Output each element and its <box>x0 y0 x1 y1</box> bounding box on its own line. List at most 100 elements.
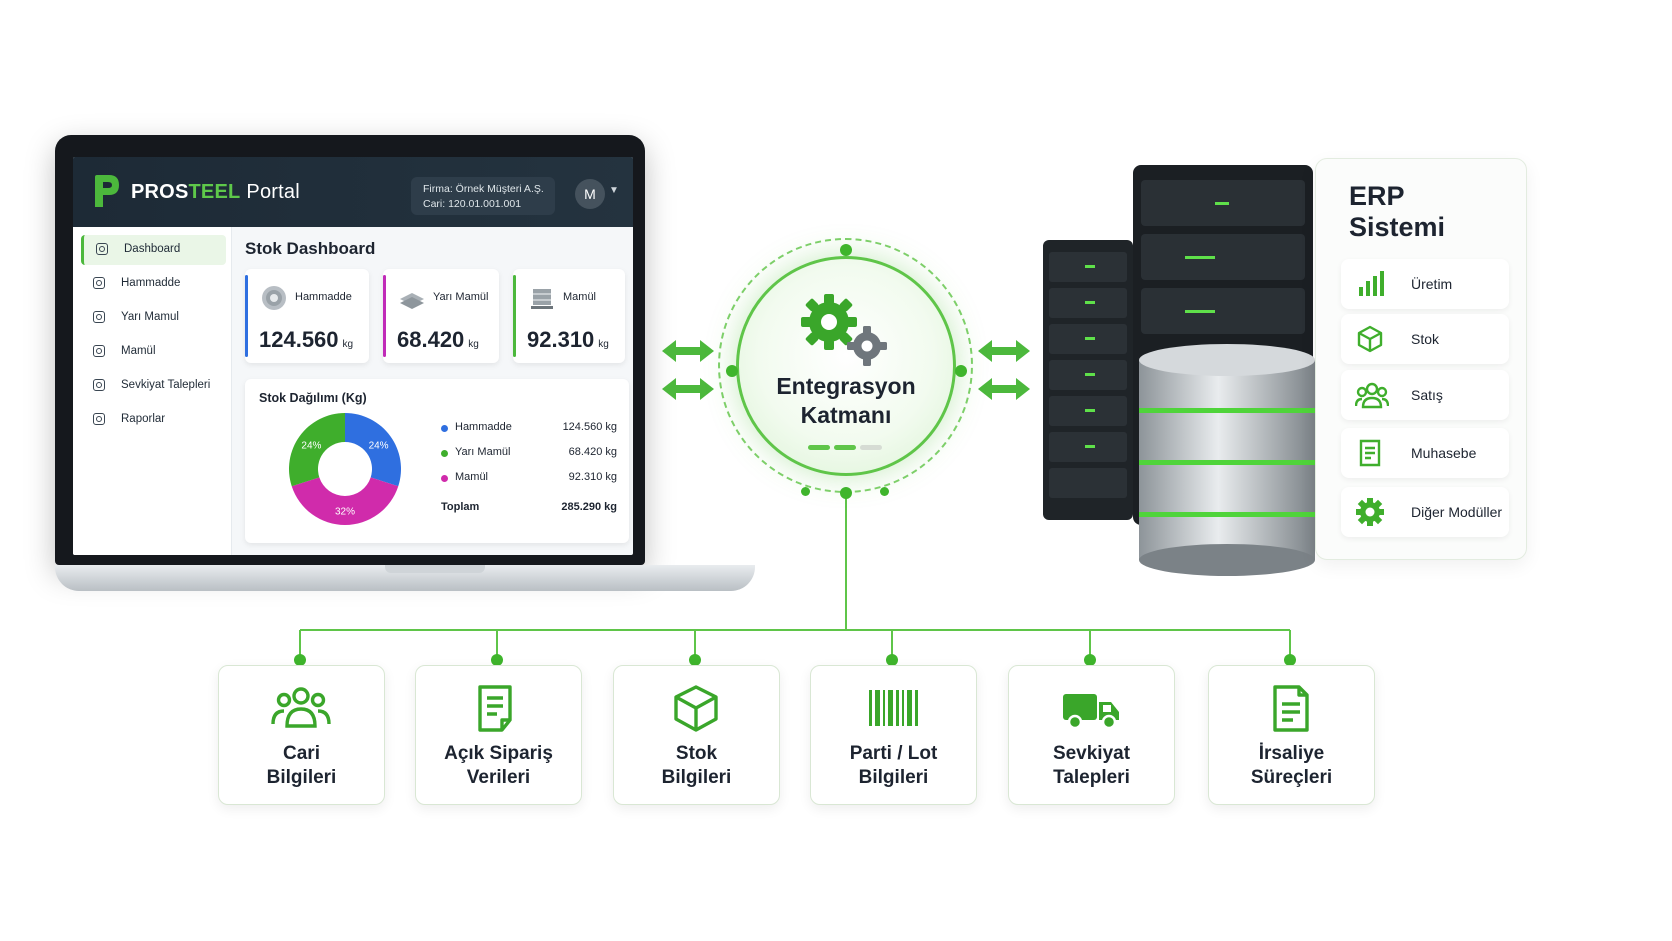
prosteel-logo-icon <box>95 175 119 207</box>
gears-icon <box>801 294 887 366</box>
firm-account: Cari: 120.01.001.001 <box>423 198 522 210</box>
sidebar-item-hammadde[interactable]: Hammadde <box>81 269 223 299</box>
integration-layer-circle[interactable] <box>736 256 956 476</box>
kpi-label: Yarı Mamül <box>433 291 489 303</box>
raw-material-icon <box>93 277 105 289</box>
document-icon <box>478 685 512 732</box>
legend-value: 124.560 kg <box>562 421 617 433</box>
orbit-node <box>955 365 967 377</box>
pallet-icon <box>531 289 553 309</box>
erp-title: ERP Sistemi <box>1349 181 1445 243</box>
kpi-label: Hammadde <box>295 291 352 303</box>
card-label-line1: Parti / Lot <box>849 743 938 764</box>
sidebar-item-label: Yarı Mamul <box>121 311 179 323</box>
donut-slice-hammadde <box>345 413 401 487</box>
orbit-node <box>840 487 852 499</box>
legend-dot <box>441 475 448 482</box>
users-icon <box>271 687 331 728</box>
brand-portal: Portal <box>246 181 300 203</box>
distribution-title: Stok Dağılımı (Kg) <box>259 391 367 405</box>
stock-donut-chart: 24%32%24% <box>289 413 401 525</box>
steel-sheets-icon <box>400 293 424 309</box>
sidebar-item-raporlar[interactable]: Raporlar <box>81 405 223 435</box>
card-label-line1: Sevkiyat <box>1052 743 1131 764</box>
legend-name: Mamül <box>455 471 489 483</box>
orbit-node <box>726 365 738 377</box>
product-icon <box>93 345 105 357</box>
user-avatar[interactable]: M <box>575 179 605 209</box>
erp-module-satis[interactable]: Satış <box>1341 370 1509 420</box>
sidebar-item-yari-mamul[interactable]: Yarı Mamul <box>81 303 223 333</box>
integration-title: Entegrasyon Katmanı <box>736 372 956 430</box>
sidebar-item-mamul[interactable]: Mamül <box>81 337 223 367</box>
sidebar-item-label: Mamül <box>121 345 156 357</box>
laptop-hinge-notch <box>385 565 485 573</box>
erp-module-label: Üretim <box>1411 276 1453 292</box>
shipment-icon <box>93 379 105 391</box>
erp-module-label: Stok <box>1411 331 1440 347</box>
erp-title-line2: Sistemi <box>1349 212 1446 242</box>
integration-title-line1: Entegrasyon <box>776 373 916 399</box>
tree-connection-dots <box>294 654 1296 666</box>
erp-module-muhasebe[interactable]: Muhasebe <box>1341 428 1509 478</box>
truck-icon <box>1063 694 1119 730</box>
sidebar-item-dashboard[interactable]: Dashboard <box>81 235 226 265</box>
sidebar-item-label: Sevkiyat Talepleri <box>121 379 211 391</box>
kpi-label: Mamül <box>563 291 597 303</box>
kpi-number: 92.310 <box>527 327 595 352</box>
orbit-node <box>880 487 889 496</box>
erp-module-stok[interactable]: Stok <box>1341 314 1509 364</box>
firm-name: Firma: Örnek Müşteri A.Ş. <box>423 183 544 195</box>
kpi-unit: kg <box>342 339 354 350</box>
donut-slice-label: 32% <box>335 507 355 518</box>
orbit-node <box>801 487 810 496</box>
legend-dot <box>441 425 448 432</box>
firm-info-box: Firma: Örnek Müşteri A.Ş. Cari: 120.01.0… <box>411 177 555 215</box>
chevron-down-icon[interactable]: ▼ <box>609 185 619 196</box>
brand-pros: PROS <box>131 181 189 203</box>
erp-panel: ERP Sistemi Üretim Stok Satış Muhasebe D… <box>1315 158 1527 560</box>
card-label-line1: İrsaliye <box>1258 743 1325 764</box>
card-label-line2: Bilgileri <box>858 767 929 788</box>
legend-name: Hammadde <box>455 421 512 433</box>
integration-title-line2: Katmanı <box>800 402 892 428</box>
erp-title-line1: ERP <box>1349 181 1405 211</box>
erp-module-uretim[interactable]: Üretim <box>1341 259 1509 309</box>
erp-module-label: Muhasebe <box>1411 445 1477 461</box>
right-sync-arrows-icon <box>978 340 1030 400</box>
sidebar-item-sevkiyat[interactable]: Sevkiyat Talepleri <box>81 371 223 401</box>
card-label-line2: Bilgileri <box>661 767 732 788</box>
erp-module-diger[interactable]: Diğer Modüller <box>1341 487 1509 537</box>
reports-icon <box>93 413 105 425</box>
barcode-icon <box>869 690 918 726</box>
orbit-node <box>840 244 852 256</box>
sidebar-item-label: Raporlar <box>121 413 166 425</box>
kpi-accent-bar <box>513 275 516 357</box>
gear-icon <box>1356 498 1384 526</box>
box-icon <box>1357 325 1383 353</box>
brand-steel: TEEL <box>188 181 241 203</box>
card-label-line1: Cari <box>283 743 320 764</box>
sidebar-item-label: Dashboard <box>124 243 181 255</box>
